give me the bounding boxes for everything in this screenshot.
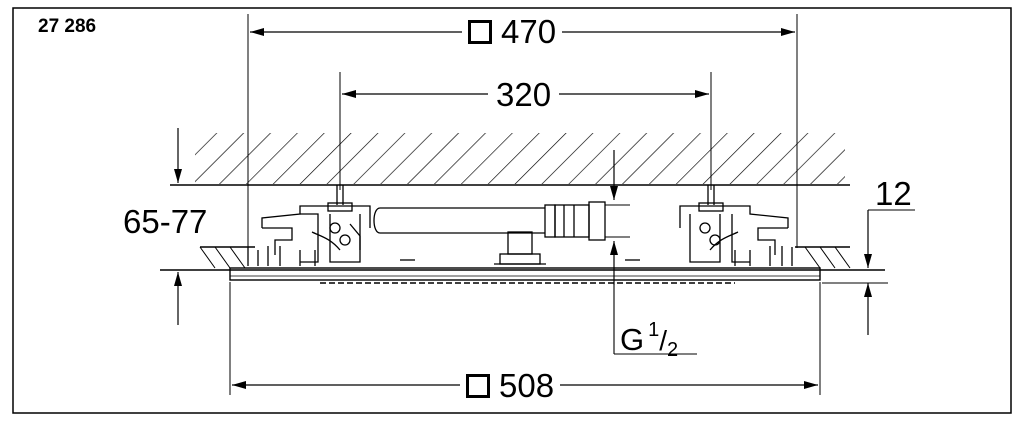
dim-value-508: 508 bbox=[499, 367, 555, 404]
left-bracket bbox=[247, 185, 371, 266]
thread-prefix: G bbox=[620, 322, 645, 357]
supply-pipe bbox=[373, 201, 606, 265]
dim-label-508: 508 bbox=[460, 367, 561, 404]
dim-12 bbox=[822, 209, 915, 335]
dim-value-12: 12 bbox=[875, 175, 912, 212]
plate-layer bbox=[160, 246, 885, 284]
border-frame bbox=[12, 7, 1012, 414]
thread-slash: / bbox=[659, 325, 668, 356]
thread-denominator: 2 bbox=[667, 339, 679, 361]
right-bracket bbox=[400, 185, 793, 266]
square-icon bbox=[468, 20, 492, 44]
dim-thread bbox=[605, 150, 697, 355]
dim-value-65-77: 65-77 bbox=[123, 203, 208, 240]
dim-label-12: 12 bbox=[875, 177, 912, 210]
square-icon bbox=[466, 374, 490, 398]
model-number: 27 286 bbox=[38, 16, 97, 37]
dim-label-320: 320 bbox=[488, 76, 560, 113]
dim-label-470: 470 bbox=[462, 13, 563, 50]
ceiling-hatch bbox=[170, 133, 850, 186]
dim-value-470: 470 bbox=[501, 13, 557, 50]
dim-value-320: 320 bbox=[496, 76, 552, 113]
dim-label-65-77: 65-77 bbox=[123, 205, 207, 238]
thread-numerator: 1 bbox=[648, 319, 660, 341]
